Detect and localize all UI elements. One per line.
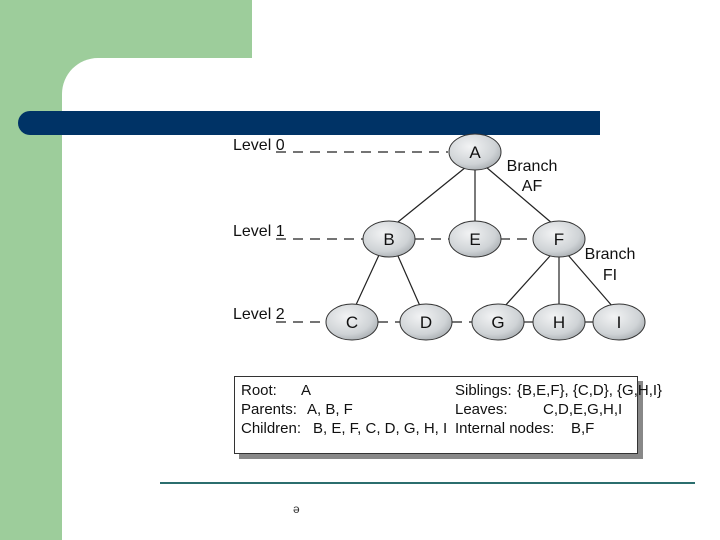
tree-node: C [325,303,379,341]
legend-children: Children: B, E, F, C, D, G, H, I [241,420,447,438]
legend-siblings-key: Siblings: [455,382,512,399]
legend-siblings: Siblings: {B,E,F}, {C,D}, {G,H,I} [455,382,662,400]
legend-leaves: Leaves: C,D,E,G,H,I [455,401,622,419]
legend-children-value: B, E, F, C, D, G, H, I [313,420,448,437]
node-label: D [420,313,432,332]
level-2-label: Level 2 [233,306,285,323]
node-label: G [491,313,504,332]
tree-node: H [532,303,586,341]
branch-fi-line1: Branch [585,246,636,263]
node-label: I [617,313,622,332]
edge-b-c [354,254,380,308]
branch-fi-line2: FI [603,267,617,284]
terminology-legend: Root: A Parents: A, B, F Children: B, E, F,… [234,376,662,454]
edge-f-g [503,255,551,308]
edge-b-d [397,255,421,307]
node-label: A [469,143,481,162]
level-1-label: Level 1 [233,223,285,240]
legend-root-key: Root: [241,382,277,399]
level-0-label: Level 0 [233,137,285,154]
legend-root: Root: A [241,382,311,400]
tree-node: F [532,220,586,258]
level-guides [276,151,594,323]
legend-internal-key: Internal nodes: [455,420,555,437]
legend-internal: Internal nodes: B,F [455,420,594,438]
legend-siblings-value: {B,E,F}, {C,D}, {G,H,I} [517,382,663,399]
legend-parents: Parents: A, B, F [241,401,353,419]
tree-node: D [399,303,453,341]
tree-node: B [362,220,416,258]
branch-af-line2: AF [522,178,543,195]
legend-leaves-key: Leaves: [455,401,508,418]
legend-leaves-value: C,D,E,G,H,I [543,401,623,418]
node-label: C [346,313,358,332]
tree-node: G [471,303,525,341]
edge-a-b [392,166,467,227]
branch-af-line1: Branch [507,158,558,175]
node-label: B [383,230,394,249]
node-label: E [469,230,480,249]
edge-a-f [485,166,554,225]
node-label: F [554,230,564,249]
footer-rule [160,482,695,484]
legend-parents-key: Parents: [241,401,297,418]
tree-node: E [448,220,502,258]
legend-internal-value: B,F [571,420,595,437]
tree-edges [354,166,614,308]
footer-mark: ə [293,502,300,516]
tree-node: I [592,303,646,341]
tree-nodes: A B E F C D G [325,133,646,341]
legend-root-value: A [301,382,312,399]
green-side-strip [0,0,62,540]
edge-f-i [567,254,614,308]
legend-parents-value: A, B, F [307,401,353,418]
node-label: H [553,313,565,332]
legend-children-key: Children: [241,420,302,437]
tree-node: A [448,133,502,171]
title-bar [18,111,600,135]
